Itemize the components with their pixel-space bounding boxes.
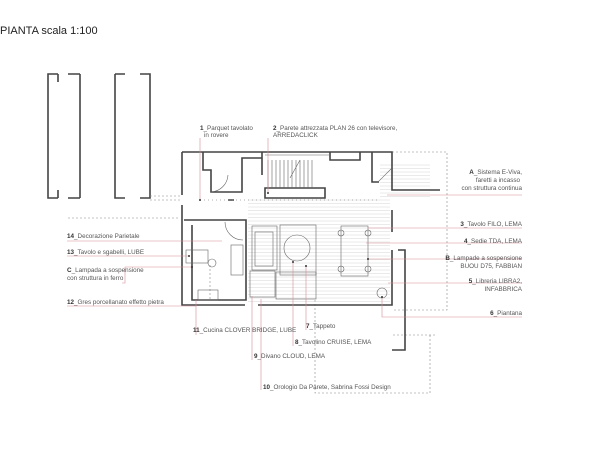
svg-text:B_Lampade a sospensione: B_Lampade a sospensione [445,255,522,262]
label-14: 14_Decorazione Parietale [67,233,140,240]
dining-table [340,225,369,277]
svg-text:ARREDACLICK: ARREDACLICK [273,132,319,139]
svg-text:11_Cucina CLOVER BRIDGE, LUBE: 11_Cucina CLOVER BRIDGE, LUBE [193,327,296,334]
sofa [251,225,278,271]
label-12: 12_Gres porcellanato effetto pietra [67,299,164,306]
label-11: 11_Cucina CLOVER BRIDGE, LUBE [193,327,296,334]
svg-text:3_Tavolo FILO, LEMA: 3_Tavolo FILO, LEMA [460,221,522,228]
svg-text:8_Tavolino CRUISE, LEMA: 8_Tavolino CRUISE, LEMA [295,339,372,346]
svg-text:in rovere: in rovere [204,132,229,139]
svg-text:14_Decorazione Parietale: 14_Decorazione Parietale [67,233,140,240]
dashed-outlines [68,151,448,394]
label-5: 5_Libreria LIBRA2,INFABBRICA [469,278,523,293]
leader-dots [188,192,383,298]
svg-text:13_Tavolo e sgabelli, LUBE: 13_Tavolo e sgabelli, LUBE [67,249,144,256]
rug [279,224,317,276]
svg-text:C_Lampada a sospensione: C_Lampada a sospensione [67,267,144,274]
label-7: 7_Tappeto [306,323,336,330]
kitchen-counter [230,244,244,276]
svg-text:5_Libreria LIBRA2,: 5_Libreria LIBRA2, [469,278,522,285]
svg-text:faretti a incasso: faretti a incasso [476,177,521,184]
label-10: 10_Orologio Da Parete, Sabrina Fossi Des… [263,384,391,391]
label-4: 4_Sedie TDA, LEMA [464,238,523,245]
svg-text:con struttura continua: con struttura continua [461,185,522,192]
svg-text:INFABBRICA: INFABBRICA [485,286,523,293]
svg-text:7_Tappeto: 7_Tappeto [306,323,336,330]
plan-title: PIANTA scala 1:100 [0,25,98,37]
leader-lines [67,138,522,390]
label-13: 13_Tavolo e sgabelli, LUBE [67,249,144,256]
svg-text:con struttura in ferro: con struttura in ferro [67,275,124,282]
svg-text:10_Orologio Da Parete, Sabrina: 10_Orologio Da Parete, Sabrina Fossi Des… [263,384,391,391]
svg-text:A_Sistema E-Viva,: A_Sistema E-Viva, [469,169,522,176]
svg-text:BUOU D75, FABBIAN: BUOU D75, FABBIAN [460,263,522,270]
svg-text:9_Divano CLOUD, LEMA: 9_Divano CLOUD, LEMA [254,353,326,360]
svg-text:2_Parete attrezzata PLAN 26 co: 2_Parete attrezzata PLAN 26 con televiso… [273,125,398,132]
label-6: 6_Piantana [490,310,522,317]
kitchen-table [185,249,209,264]
label-3: 3_Tavolo FILO, LEMA [460,221,522,228]
svg-text:4_Sedie TDA, LEMA: 4_Sedie TDA, LEMA [464,238,523,245]
adjacent-building [47,73,151,199]
svg-text:12_Gres porcellanato effetto p: 12_Gres porcellanato effetto pietra [67,299,164,306]
walls [181,151,440,351]
svg-text:1_Parquet tavolato: 1_Parquet tavolato [200,125,253,132]
furniture [185,199,388,301]
svg-text:6_Piantana: 6_Piantana [490,310,522,317]
sofa-chaise [275,271,317,300]
label-8: 8_Tavolino CRUISE, LEMA [295,339,372,346]
coffee-table [283,234,311,262]
pendant-lamp [207,258,217,268]
label-2: 2_Parete attrezzata PLAN 26 con televiso… [273,125,398,139]
label-9: 9_Divano CLOUD, LEMA [254,353,326,360]
